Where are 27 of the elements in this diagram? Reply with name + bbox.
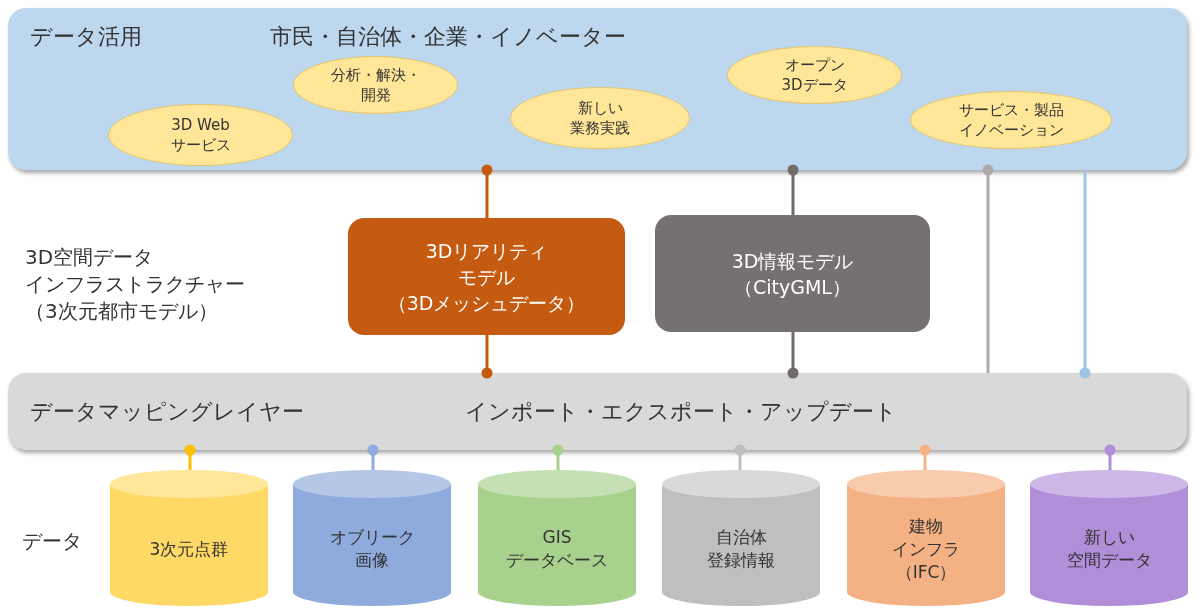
layer-heading: 市民・自治体・企業・イノベーター — [270, 23, 626, 51]
layer-band — [8, 8, 1187, 170]
model-box: 3D情報モデル（CityGML） — [655, 215, 930, 332]
connector-line — [734, 444, 746, 470]
connector-line — [982, 164, 994, 373]
topic-ellipse: 新しい業務実践 — [510, 87, 690, 149]
topic-ellipse: 3D Webサービス — [108, 104, 293, 166]
connector-line — [367, 444, 379, 470]
layer-heading: データ活用 — [30, 23, 142, 51]
layer-caption: データ — [22, 528, 82, 555]
model-box: 3Dリアリティモデル（3Dメッシュデータ） — [348, 218, 625, 335]
connector-line — [1104, 444, 1116, 470]
layer-band — [8, 373, 1187, 450]
layer-caption: 3D空間データインフラストラクチャー（3次元都市モデル） — [25, 244, 245, 325]
connector-line — [1079, 170, 1091, 379]
topic-ellipse: 分析・解決・開発 — [293, 56, 458, 114]
topic-ellipse: オープン3Dデータ — [727, 46, 902, 104]
connector-line — [787, 164, 799, 215]
connector-line — [184, 444, 196, 470]
layer-heading: インポート・エクスポート・アップデート — [465, 398, 897, 426]
connector-line — [552, 444, 564, 470]
connector-line — [787, 332, 799, 379]
layer-heading: データマッピングレイヤー — [30, 398, 304, 426]
topic-ellipse: サービス・製品イノベーション — [910, 91, 1112, 149]
connector-line — [481, 164, 493, 218]
connector-line — [481, 335, 493, 379]
connector-line — [919, 444, 931, 470]
